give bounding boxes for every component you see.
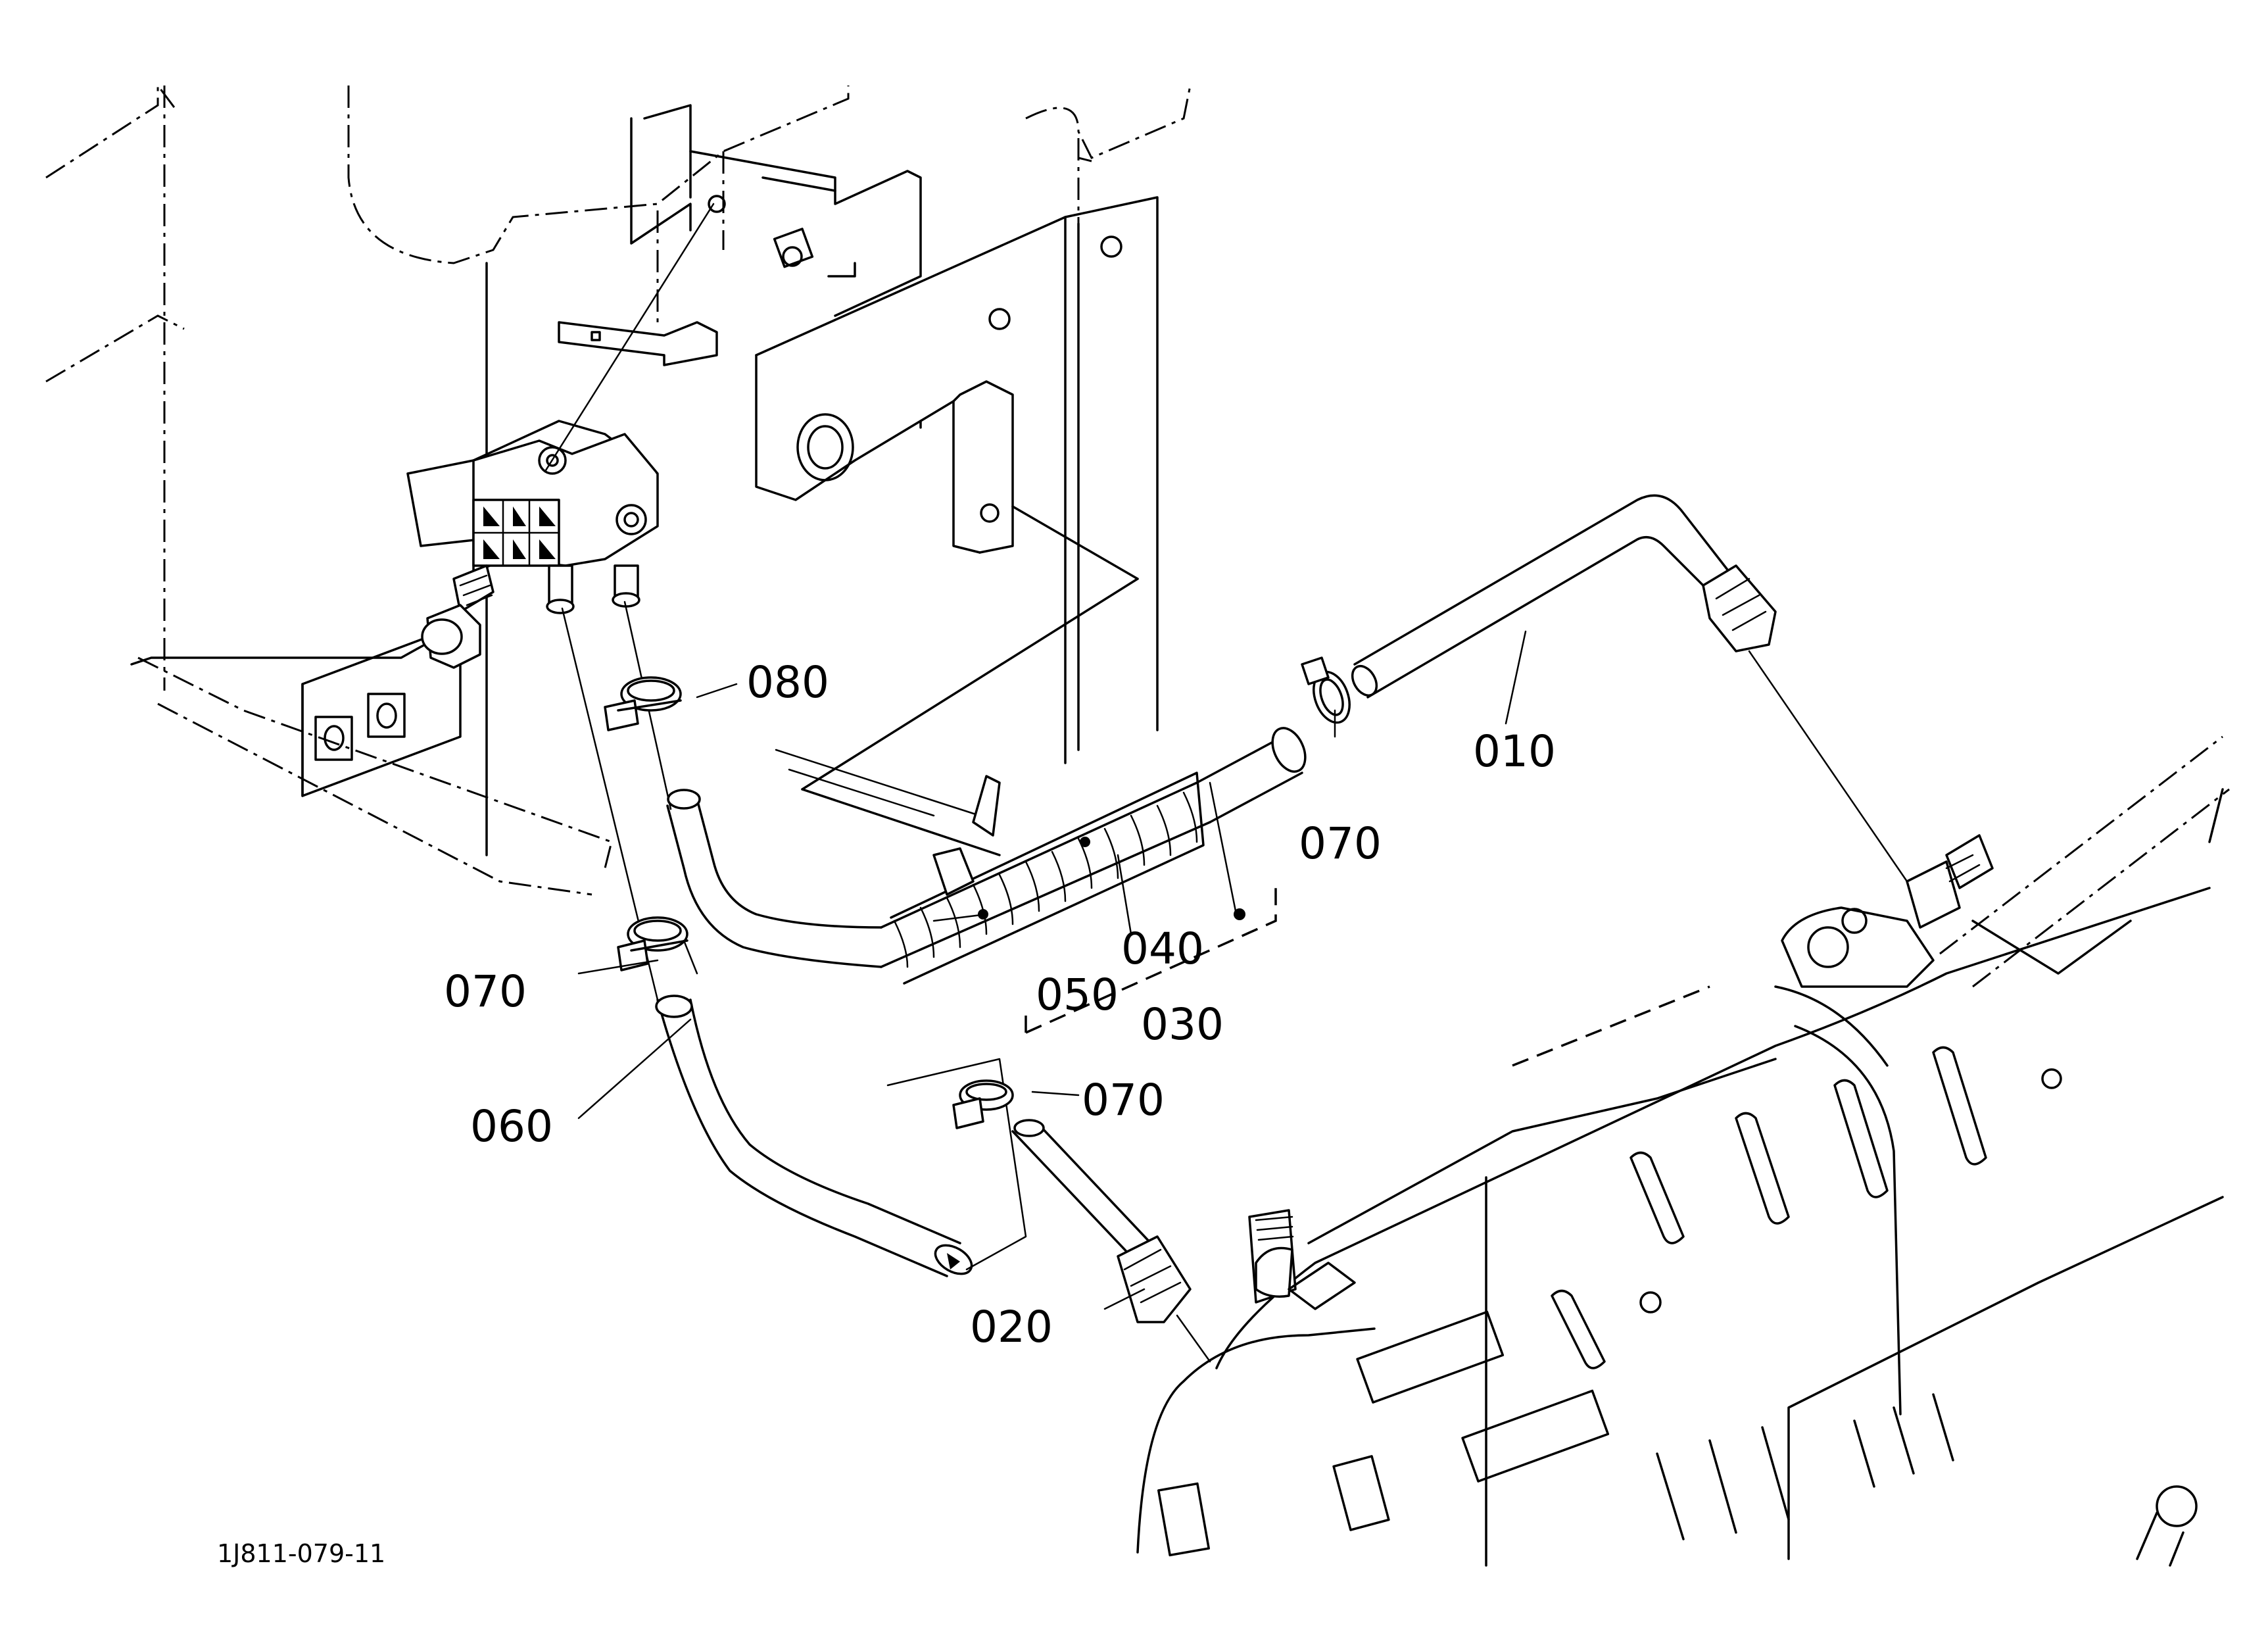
callout-040: 040 — [1121, 923, 1204, 974]
leader-block-mount — [544, 203, 715, 472]
callout-080: 080 — [746, 657, 829, 708]
callout-labels: 010 020 030 040 050 060 070 070 070 080 — [444, 657, 1556, 1352]
callout-070c: 070 — [1082, 1075, 1165, 1125]
callout-020: 020 — [970, 1302, 1053, 1352]
spring-040 — [890, 772, 1205, 985]
drawing-code: 1J811-079-11 — [217, 1539, 385, 1568]
hose-030 — [604, 601, 1307, 985]
sensor-valve-block — [406, 420, 659, 614]
clamp-070-upper — [1301, 656, 1351, 724]
pipe-010 — [1351, 494, 1908, 883]
assembly-bracket-030 — [1025, 781, 1277, 1034]
callout-030: 030 — [1141, 999, 1224, 1050]
mounting-plate — [485, 104, 1159, 856]
fitting-020 — [886, 1058, 1211, 1363]
bracket-tab — [558, 321, 718, 366]
clamp-070-left — [617, 916, 688, 971]
engine-body — [1136, 735, 2230, 1567]
callout-070b: 070 — [1299, 818, 1382, 869]
callout-060: 060 — [470, 1101, 553, 1152]
callout-050: 050 — [1036, 970, 1119, 1020]
callout-010: 010 — [1473, 726, 1556, 777]
callout-leaders — [577, 630, 1527, 1310]
callout-070a: 070 — [444, 966, 527, 1017]
bolt — [421, 564, 495, 669]
